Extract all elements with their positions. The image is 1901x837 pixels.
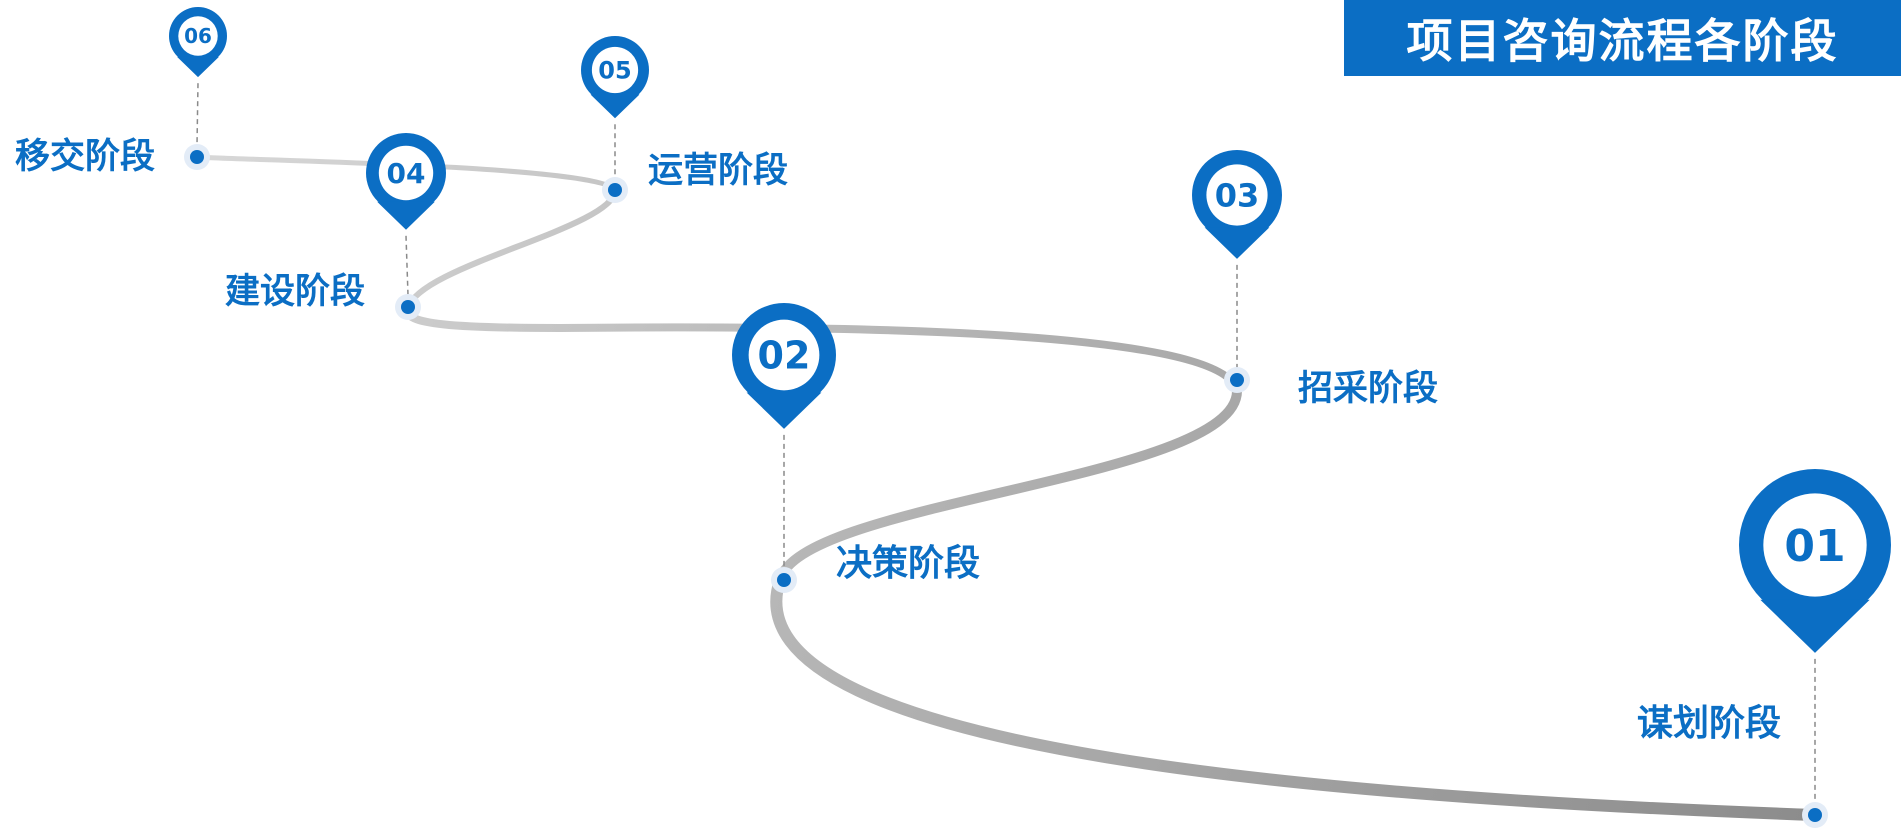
stage-04-pin-icon (366, 133, 446, 230)
track-segment-2 (775, 385, 1243, 585)
track-segment-1 (770, 574, 1821, 821)
stage-06-pin-icon (169, 7, 227, 78)
track-segment-4 (405, 187, 618, 311)
stage-03-dot (1230, 373, 1244, 387)
stage-05-number: 05 (598, 57, 631, 85)
stage-02-label: 决策阶段 (836, 543, 981, 584)
stage-04-dot (401, 300, 415, 314)
stage-06-number: 06 (184, 24, 212, 48)
stage-06-connector (196, 83, 199, 146)
stage-03-pin-icon (1192, 150, 1282, 259)
stage-01-pin-icon (1739, 469, 1891, 653)
stage-01-label: 谋划阶段 (1637, 703, 1782, 744)
stage-06-label: 移交阶段 (15, 136, 156, 177)
stage-02-dot (777, 573, 791, 587)
stage-01-dot (1808, 808, 1822, 822)
stage-02-pin-icon (732, 303, 836, 429)
stage-03-label: 招采阶段 (1298, 368, 1439, 409)
page-title: 项目咨询流程各阶段 (1406, 14, 1839, 68)
title-banner: 项目咨询流程各阶段 (1344, 0, 1901, 76)
stage-05-dot (608, 183, 622, 197)
stage-04-number: 04 (387, 157, 426, 190)
stage-04-label: 建设阶段 (225, 271, 366, 312)
stage-03-number: 03 (1215, 177, 1260, 215)
stage-06-dot (190, 150, 204, 164)
stage-05-label: 运营阶段 (648, 150, 789, 191)
stage-02-number: 02 (758, 334, 811, 378)
stage-01-number: 01 (1784, 521, 1845, 572)
stage-04-connector (405, 235, 409, 296)
stage-05-pin-icon (581, 36, 649, 119)
